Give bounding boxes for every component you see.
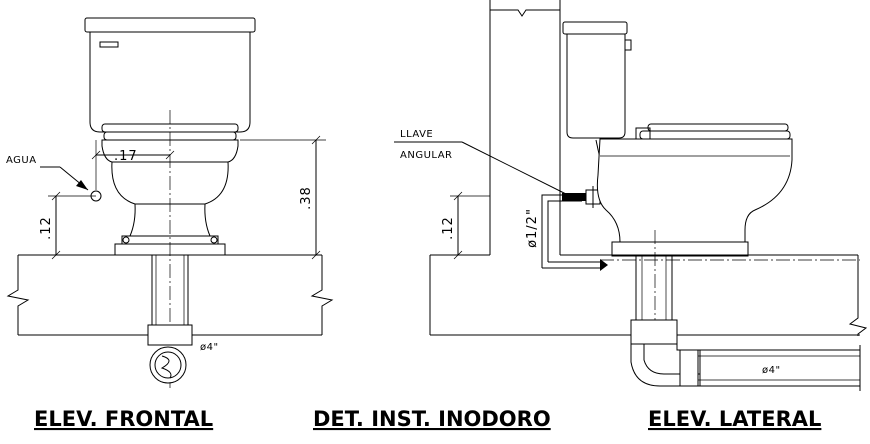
side-tank-body <box>566 33 626 139</box>
front-drain-elbow-curve <box>160 355 172 379</box>
angle-valve <box>562 193 586 201</box>
dim-012-detail-text: .12 <box>441 216 456 240</box>
front-drain-diameter: ø4" <box>200 342 219 353</box>
front-tank-body <box>89 31 251 133</box>
dim-012-detail-tick-bottom <box>453 250 463 260</box>
dim-012-front-tick-bottom <box>51 250 61 260</box>
side-seat <box>639 130 791 140</box>
side-tank-lid <box>562 21 628 35</box>
side-base-plate <box>611 241 749 257</box>
agua-label: AGUA <box>6 155 37 166</box>
title-side-elevation: ELEV. LATERAL <box>648 407 821 431</box>
side-flush-handle <box>624 39 632 51</box>
supply-branch-arrow <box>600 259 608 271</box>
llave-label: LLAVE <box>400 129 433 140</box>
front-break-right <box>310 255 334 335</box>
dim-038-tick-top <box>311 135 321 145</box>
side-break-right <box>848 255 868 336</box>
dim-038-tick-bottom <box>311 250 321 260</box>
dim-038-text: .38 <box>299 186 314 210</box>
angular-label: ANGULAR <box>400 150 452 161</box>
side-elevation: ø4" <box>560 21 868 391</box>
dim-017-text: .17 <box>114 149 138 164</box>
front-break-left <box>6 255 30 335</box>
front-elevation: ø4" AGUA .17 .12 .38 <box>6 17 334 390</box>
supply-pipe-inner <box>547 200 582 262</box>
side-drain-elbow-inner <box>643 344 700 375</box>
title-front-elevation: ELEV. FRONTAL <box>34 407 213 431</box>
front-bolt-left <box>122 236 130 244</box>
dim-017-tick-right <box>165 150 175 160</box>
side-seat-lid <box>647 123 789 132</box>
front-drain-coupling <box>147 324 193 346</box>
dim-017-tick-left <box>91 150 101 160</box>
supply-diameter-label: ø1/2" <box>525 208 540 248</box>
side-bowl <box>596 138 793 243</box>
front-drain-elbow-inner <box>154 351 182 379</box>
side-drain-coupling <box>630 319 678 345</box>
dim-012-front-text: .12 <box>39 216 54 240</box>
dim-012-front-tick-top <box>51 191 61 201</box>
title-detail: DET. INST. INODORO <box>313 407 551 431</box>
side-drain-elbow-coupling <box>679 349 699 387</box>
wall-break <box>490 9 560 17</box>
front-bolt-right <box>210 236 218 244</box>
llave-leader-diagonal <box>461 141 571 197</box>
agua-arrowhead <box>76 180 88 190</box>
front-tank-lid <box>84 17 256 33</box>
side-drain-diameter: ø4" <box>762 365 781 376</box>
flush-handle <box>99 41 119 48</box>
dim-012-detail-tick-top <box>453 191 463 201</box>
